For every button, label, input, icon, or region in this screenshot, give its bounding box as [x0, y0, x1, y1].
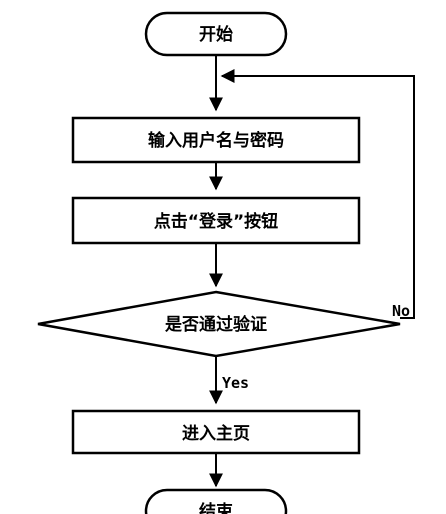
home-box: 进入主页	[71, 409, 361, 455]
start-terminal: 开始	[144, 11, 288, 57]
end-terminal: 结束	[144, 488, 288, 514]
verify-label: 是否通过验证	[165, 314, 267, 335]
end-label: 结束	[199, 501, 233, 514]
verify-decision-diamond: 是否通过验证	[37, 290, 401, 358]
yes-label: Yes	[222, 374, 249, 392]
start-label: 开始	[199, 24, 233, 45]
click-login-box: 点击“登录”按钮	[71, 196, 361, 245]
no-label: No	[392, 302, 410, 320]
input-credentials-label: 输入用户名与密码	[148, 130, 284, 151]
input-credentials-box: 输入用户名与密码	[71, 116, 361, 164]
edge-verify-no-loop	[220, 69, 415, 319]
home-label: 进入主页	[182, 423, 250, 444]
click-login-label: 点击“登录”按钮	[154, 211, 278, 232]
